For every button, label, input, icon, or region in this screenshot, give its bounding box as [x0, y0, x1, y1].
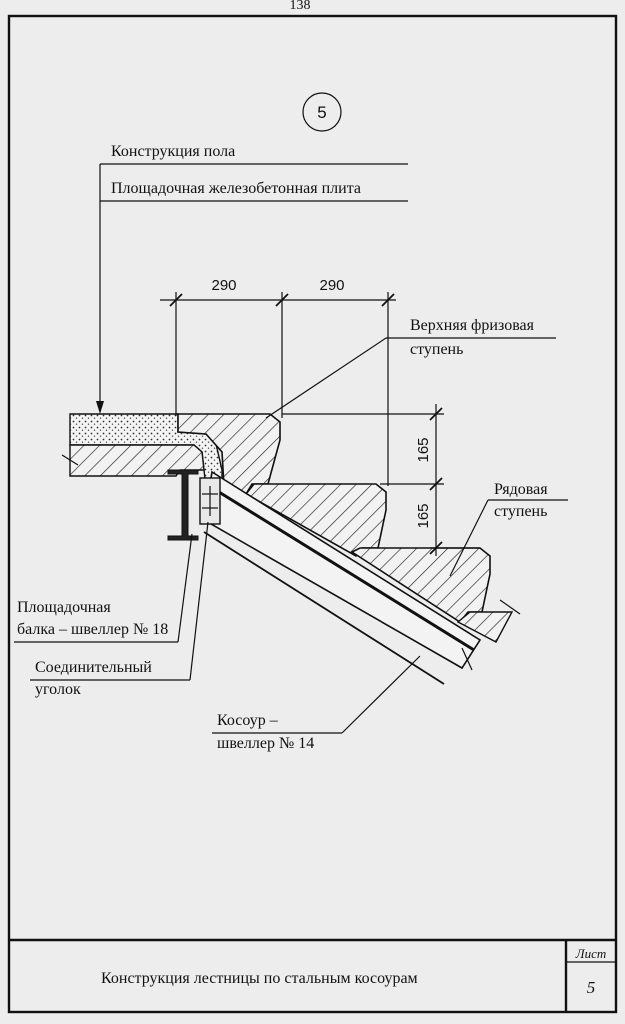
tick-2 — [275, 293, 289, 307]
leader-connecting-angle — [189, 521, 209, 681]
tick-v3 — [429, 541, 443, 555]
leader-upper-frieze — [265, 337, 387, 419]
callout-landing-slab: Площадочная железобетонная плита — [111, 180, 361, 197]
slab-break-mark — [61, 454, 79, 466]
dimension-tread-2: 290 — [319, 277, 344, 294]
callout-upper-frieze-step-line1: Верхняя фризовая — [410, 317, 535, 334]
leader-ordinary-step — [449, 499, 489, 577]
drawing-title: Конструкция лестницы по стальным косоура… — [101, 970, 418, 987]
tick-v2 — [429, 477, 443, 491]
page-number: 138 — [290, 0, 311, 13]
dimension-riser-1: 165 — [415, 437, 432, 462]
lower-step-fragment — [456, 611, 514, 643]
tick-3 — [381, 293, 395, 307]
stringer-break-mark — [461, 647, 473, 671]
sheet-frame — [7, 14, 618, 1014]
callout-stringer-line2: швеллер № 14 — [217, 735, 314, 752]
callout-floor-construction: Конструкция пола — [111, 143, 235, 160]
callout-landing-beam-line2: балка – швеллер № 18 — [17, 621, 168, 638]
callout-ordinary-step-line1: Рядовая — [494, 481, 548, 498]
callout-connecting-angle-line2: уголок — [35, 681, 81, 698]
leader-stringer — [341, 655, 421, 734]
callout-upper-frieze-step-line2: ступень — [410, 341, 463, 358]
tick-v1 — [429, 407, 443, 421]
sheet-label: Лист — [575, 946, 606, 961]
stringer-flange-line — [205, 482, 475, 652]
landing-beam-channel — [167, 469, 199, 541]
callout-connecting-angle-line1: Соединительный — [35, 659, 152, 676]
callout-ordinary-step-line2: ступень — [494, 503, 547, 520]
dimension-riser-2: 165 — [415, 503, 432, 528]
callout-landing-beam-line1: Площадочная — [17, 599, 111, 616]
detail-number-circle — [302, 92, 342, 132]
stringer-bottom-flange — [203, 531, 445, 685]
callout-stringer-line1: Косоур – — [217, 712, 279, 729]
leader-landing-beam — [177, 533, 193, 643]
detail-number: 5 — [317, 103, 326, 122]
tick-1 — [169, 293, 183, 307]
leader-arrow-head — [96, 401, 104, 414]
sheet-number: 5 — [587, 978, 596, 997]
dimension-tread-1: 290 — [211, 277, 236, 294]
step-break-mark — [499, 599, 521, 615]
